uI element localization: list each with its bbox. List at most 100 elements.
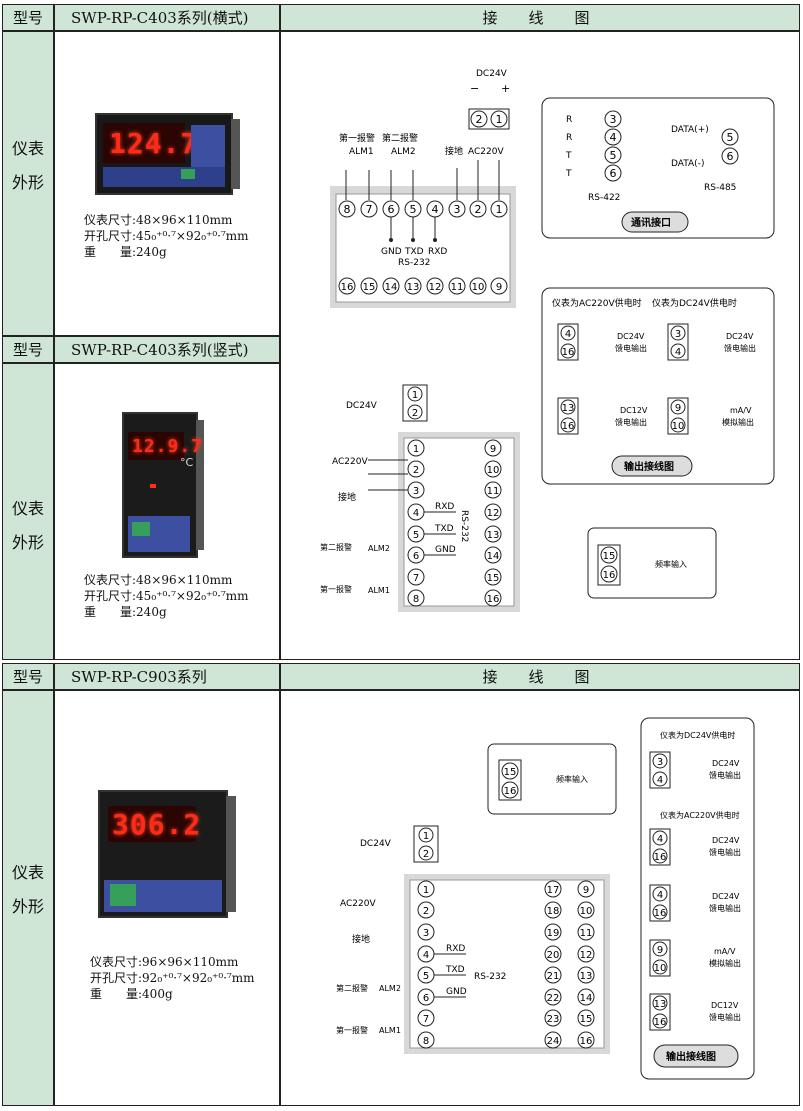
svg-text:12: 12 [429, 282, 442, 293]
device-square-image: 306.2 [98, 790, 236, 918]
svg-text:1: 1 [423, 885, 429, 896]
svg-text:5: 5 [423, 971, 429, 982]
svg-text:17: 17 [547, 885, 560, 896]
device-led-display: 12.9.7 [132, 436, 204, 457]
device-bezel-right [231, 119, 240, 189]
label-alm1-c: ALM1 [379, 1026, 401, 1035]
svg-text:13: 13 [580, 971, 593, 982]
label-dc12v: DC12V [620, 406, 648, 415]
svg-text:−: − [470, 82, 479, 95]
output-wiring-box-top: 仪表为AC220V供电时 仪表为DC24V供电时 4 16 3 4 13 16 … [541, 287, 775, 485]
svg-text:8: 8 [344, 203, 351, 216]
label-ground-v: 接地 [338, 491, 356, 503]
svg-text:13: 13 [487, 530, 500, 541]
svg-text:4: 4 [657, 834, 663, 845]
spec-weight: 重 量:240g [84, 245, 167, 259]
label-ac220v: AC220V [468, 147, 504, 157]
device-display-window [103, 123, 185, 163]
svg-text:1: 1 [412, 390, 418, 401]
section1-wiring-title: 接 线 图 [280, 4, 800, 31]
device-led-display: 306.2 [112, 808, 202, 841]
svg-text:4: 4 [432, 203, 439, 216]
label-ma-v-b: mA/V [714, 947, 736, 956]
label-alarm1-v: 第一报警 [320, 584, 352, 594]
side-label-line1: 仪表 [11, 139, 44, 158]
svg-text:20: 20 [547, 950, 560, 961]
label-ac220v-c: AC220V [340, 899, 376, 909]
device-unit-label: °C [180, 456, 194, 469]
wiring-cell-bottom [280, 690, 800, 1106]
svg-text:19: 19 [547, 928, 560, 939]
label-t1: T [565, 151, 572, 161]
svg-text:4: 4 [423, 950, 429, 961]
device-horizontal-image: 124.7 [95, 113, 240, 195]
svg-text:1: 1 [496, 203, 503, 216]
device-display-window [108, 806, 196, 842]
label-gnd-c: GND [446, 987, 467, 997]
label-freq-input: 频率输入 [655, 559, 687, 569]
svg-text:16: 16 [562, 421, 575, 432]
label-r2: R [566, 133, 572, 143]
svg-text:23: 23 [547, 1014, 560, 1025]
svg-text:9: 9 [496, 282, 502, 293]
label-t2: T [565, 169, 572, 179]
svg-text:16: 16 [654, 1017, 667, 1028]
svg-text:9: 9 [657, 945, 663, 956]
label-dc24v-b1: DC24V [712, 759, 740, 768]
label-feed-out-b3: 馈电输出 [709, 903, 741, 913]
label-r1: R [566, 115, 572, 125]
label-alarm2: 第二报警 [382, 132, 418, 144]
svg-text:7: 7 [366, 203, 373, 216]
label-output-wiring-b: 输出接线图 [666, 1050, 716, 1063]
svg-text:10: 10 [580, 906, 593, 917]
svg-text:4: 4 [413, 508, 419, 519]
label-ground-c: 接地 [352, 933, 370, 945]
side-label-line1: 仪表 [11, 863, 44, 882]
svg-text:13: 13 [654, 999, 667, 1010]
svg-text:1: 1 [413, 444, 419, 455]
model-text: SWP-RP-C403系列(竖式) [71, 341, 249, 359]
wiring-cell-top [280, 31, 800, 660]
svg-text:14: 14 [487, 551, 500, 562]
svg-text:10: 10 [672, 421, 685, 432]
svg-text:11: 11 [451, 282, 464, 293]
section1-model: SWP-RP-C403系列(横式) [54, 4, 280, 31]
label-alm1: ALM1 [349, 147, 374, 157]
section3-wiring-title: 接 线 图 [280, 663, 800, 690]
label-dc24v-v: DC24V [346, 401, 378, 411]
svg-text:3: 3 [423, 928, 429, 939]
label-rs232: RS-232 [398, 258, 430, 268]
label-rs232-c: RS-232 [474, 972, 506, 982]
svg-text:2: 2 [423, 849, 429, 860]
label-feed-out-b5: 馈电输出 [709, 1012, 741, 1022]
svg-text:8: 8 [413, 594, 419, 605]
section2-specs: 仪表尺寸:48×96×110mm 开孔尺寸:45₀⁺⁰·⁷×92₀⁺⁰·⁷mm … [84, 572, 249, 620]
label-alm2-c: ALM2 [379, 984, 401, 993]
label-rxd: RXD [428, 247, 447, 257]
diagram-horizontal-terminals: 8 7 6 5 4 3 2 1 16 15 14 13 12 11 10 9 [330, 69, 516, 308]
label-power-ac220-b: 仪表为AC220V供电时 [660, 810, 740, 820]
svg-text:+: + [501, 82, 510, 95]
svg-text:18: 18 [547, 906, 560, 917]
label-dc12v-b: DC12V [711, 1001, 739, 1010]
label-rxd-c: RXD [446, 944, 465, 954]
svg-text:11: 11 [487, 486, 500, 497]
device-green-button [181, 169, 195, 179]
label-dc24v: DC24V [476, 69, 508, 79]
svg-text:16: 16 [580, 1036, 593, 1047]
section2-photo-cell [54, 363, 280, 660]
section2-type-label: 型号 [2, 336, 54, 363]
device-bezel-right [226, 796, 236, 912]
svg-text:6: 6 [388, 203, 395, 216]
svg-text:10: 10 [472, 282, 485, 293]
svg-text:5: 5 [413, 530, 419, 541]
section1-type-label: 型号 [2, 4, 54, 31]
device-green-button [132, 522, 150, 536]
side-label-line2: 外形 [11, 897, 44, 916]
side-label-line2: 外形 [11, 173, 44, 192]
label-ac220v-v: AC220V [332, 457, 368, 467]
label-alarm2-v: 第二报警 [320, 542, 352, 552]
terminal-row-top: 8 7 6 5 4 3 2 1 [338, 200, 508, 218]
spec-cutout: 开孔尺寸:45₀⁺⁰·⁷×92₀⁺⁰·⁷mm [84, 229, 249, 243]
svg-text:3: 3 [657, 757, 663, 768]
